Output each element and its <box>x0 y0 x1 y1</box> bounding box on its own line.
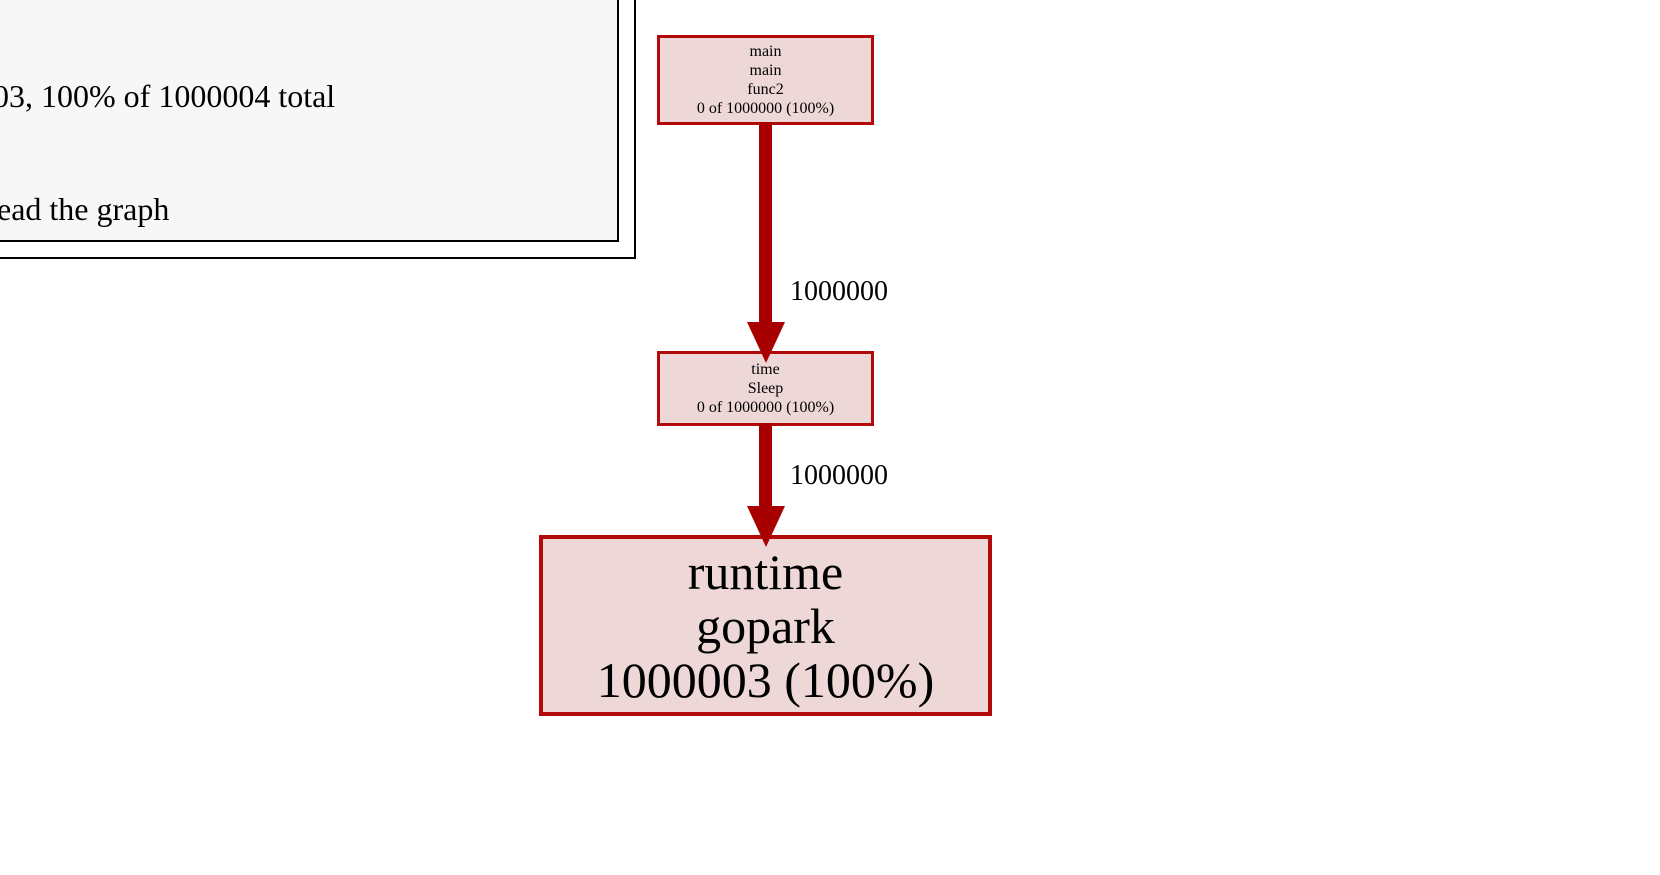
node-main-main-func2[interactable]: main main func2 0 of 1000000 (100%) <box>657 35 874 125</box>
node-line: main <box>749 43 782 60</box>
edge-weight-label: 1000000 <box>790 276 888 307</box>
legend-box <box>0 0 619 242</box>
node-line: 0 of 1000000 (100%) <box>696 100 835 117</box>
node-line: main <box>749 62 782 79</box>
arrowhead-icon <box>747 322 785 363</box>
node-line: time <box>751 361 780 378</box>
node-line: runtime <box>687 543 844 600</box>
edge-line-sleep-to-gopark <box>759 423 772 506</box>
node-line: func2 <box>747 81 784 98</box>
node-line: 1000003 (100%) <box>596 651 935 708</box>
node-line: 0 of 1000000 (100%) <box>696 399 835 416</box>
edge-line-main-to-sleep <box>759 122 772 322</box>
node-runtime-gopark[interactable]: runtime gopark 1000003 (100%) <box>539 535 992 716</box>
node-line: Sleep <box>747 380 784 397</box>
legend-text-read-graph: ead the graph <box>0 191 170 227</box>
node-line: gopark <box>696 597 835 654</box>
edge-weight-label: 1000000 <box>790 460 888 491</box>
legend-text-total: 03, 100% of 1000004 total <box>0 78 336 114</box>
arrowhead-icon <box>747 506 785 547</box>
